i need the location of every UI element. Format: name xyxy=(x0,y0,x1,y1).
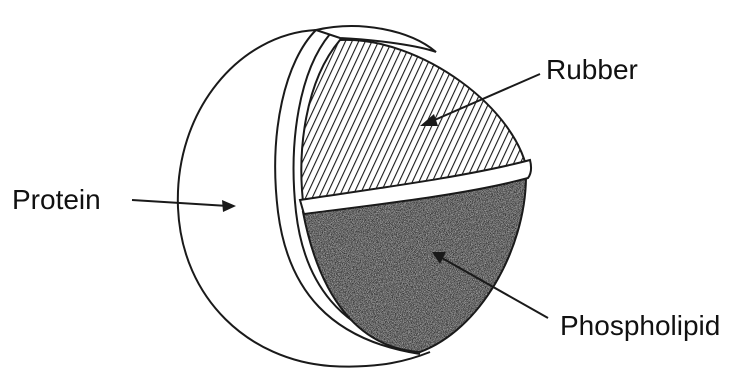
protein-arrow xyxy=(132,200,236,212)
rubber-label: Rubber xyxy=(546,56,638,84)
protein-label: Protein xyxy=(12,186,101,214)
phospholipid-label: Phospholipid xyxy=(560,312,720,340)
